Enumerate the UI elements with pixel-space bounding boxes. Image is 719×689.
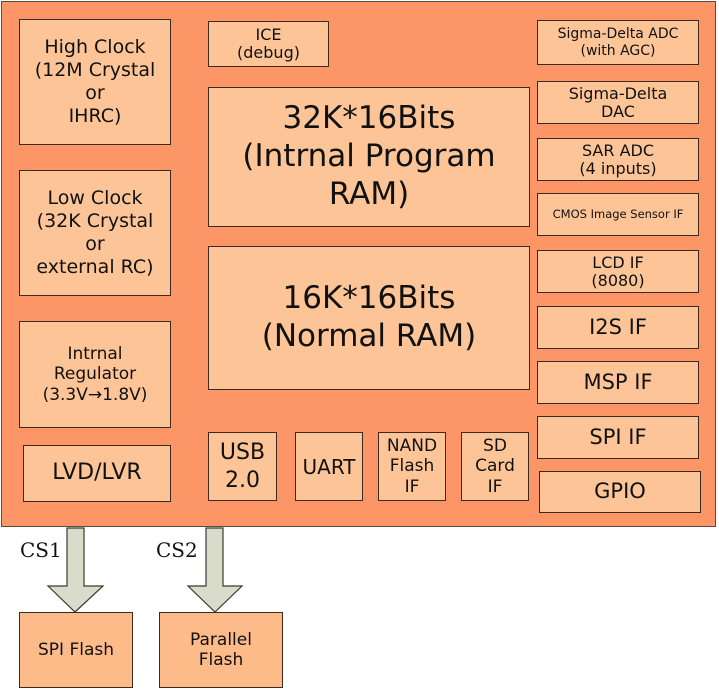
cmos-image-sensor-if-block: CMOS Image Sensor IF: [537, 193, 699, 236]
cs1-label: CS1: [20, 538, 62, 562]
msp-if-block: MSP IF: [537, 361, 699, 404]
spi-flash-label: SPI Flash: [37, 639, 114, 660]
uart-label: UART: [302, 454, 356, 479]
sigma-delta-adc-label: Sigma-Delta ADC (with AGC): [557, 26, 679, 59]
usb-label: USB 2.0: [219, 440, 266, 493]
i2s-if-label: I2S IF: [589, 314, 647, 339]
ice-debug-label: ICE (debug): [237, 24, 300, 62]
nand-flash-if-label: NAND Flash IF: [386, 435, 438, 497]
sigma-delta-dac-block: Sigma-Delta DAC: [537, 81, 699, 124]
spi-flash-block: SPI Flash: [19, 612, 133, 688]
low-clock-label: Low Clock (32K Crystal or external RC): [36, 187, 154, 278]
lcd-if-label: LCD IF (8080): [591, 252, 645, 290]
lvd-lvr-block: LVD/LVR: [23, 445, 171, 502]
sd-card-if-block: SD Card IF: [461, 432, 529, 501]
parallel-flash-label: Parallel Flash: [190, 629, 252, 670]
cs2-label: CS2: [156, 538, 198, 562]
program-ram-label: 32K*16Bits (Intrnal Program RAM): [242, 100, 496, 212]
gpio-label: GPIO: [594, 479, 646, 504]
sd-card-if-label: SD Card IF: [475, 435, 515, 497]
sigma-delta-dac-label: Sigma-Delta DAC: [568, 83, 668, 121]
sigma-delta-adc-block: Sigma-Delta ADC (with AGC): [537, 20, 699, 65]
lvd-lvr-label: LVD/LVR: [52, 460, 142, 486]
normal-ram-label: 16K*16Bits (Normal RAM): [261, 280, 477, 354]
normal-ram-block: 16K*16Bits (Normal RAM): [208, 246, 530, 390]
gpio-block: GPIO: [539, 471, 701, 513]
low-clock-block: Low Clock (32K Crystal or external RC): [19, 170, 171, 296]
high-clock-block: High Clock (12M Crystal or IHRC): [19, 19, 171, 145]
lcd-if-block: LCD IF (8080): [537, 250, 699, 293]
regulator-block: Intrnal Regulator (3.3V→1.8V): [19, 321, 171, 428]
regulator-label: Intrnal Regulator (3.3V→1.8V): [42, 343, 148, 405]
high-clock-label: High Clock (12M Crystal or IHRC): [34, 36, 156, 127]
uart-block: UART: [295, 432, 363, 501]
i2s-if-block: I2S IF: [537, 306, 699, 349]
ice-debug-block: ICE (debug): [208, 21, 329, 67]
cmos-image-sensor-if-label: CMOS Image Sensor IF: [552, 206, 684, 221]
nand-flash-if-block: NAND Flash IF: [378, 432, 446, 501]
spi-if-block: SPI IF: [537, 416, 699, 459]
sar-adc-label: SAR ADC (4 inputs): [579, 140, 657, 178]
spi-if-label: SPI IF: [589, 424, 647, 449]
sar-adc-block: SAR ADC (4 inputs): [537, 138, 699, 181]
parallel-flash-block: Parallel Flash: [159, 612, 283, 688]
msp-if-label: MSP IF: [583, 369, 653, 394]
program-ram-block: 32K*16Bits (Intrnal Program RAM): [208, 87, 530, 227]
usb-block: USB 2.0: [208, 432, 277, 501]
